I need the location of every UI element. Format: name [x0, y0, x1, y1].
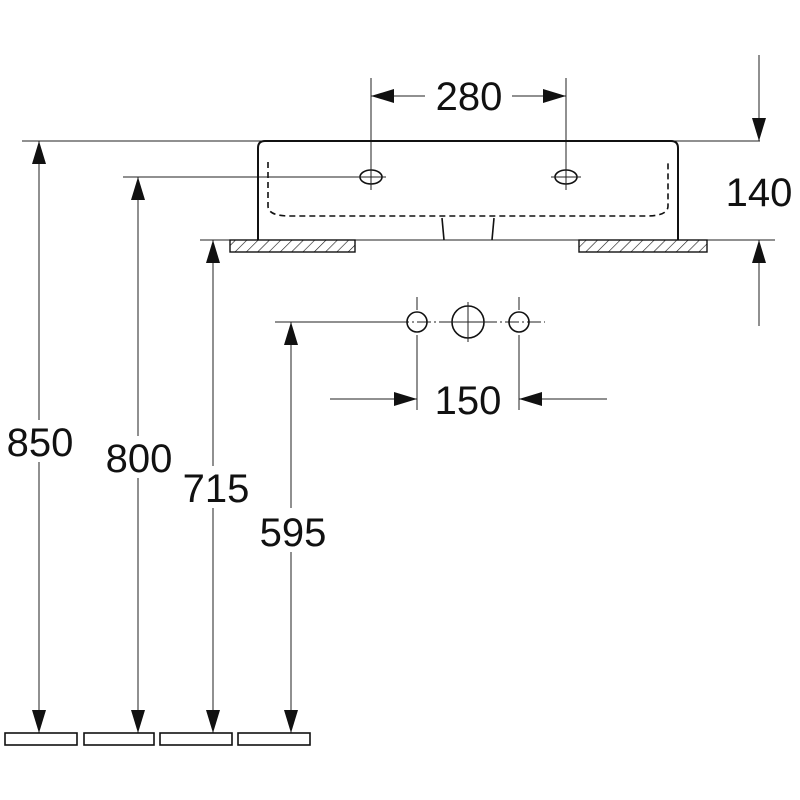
dim-595-label-bg	[252, 508, 334, 552]
floor-plate-2	[83, 732, 155, 746]
dim-595-label: 595	[260, 511, 327, 555]
dimension-800: 800	[100, 177, 178, 733]
waste-right-edge	[491, 217, 495, 241]
countertop-right	[578, 239, 708, 253]
floor-plate-1	[4, 732, 78, 746]
floor-plate-3	[159, 732, 233, 746]
dimension-280: 280	[371, 75, 566, 119]
dimension-715: 715	[176, 240, 256, 733]
dim-850-arrow-bottom	[32, 710, 46, 733]
fixing-left-icon	[406, 311, 428, 333]
dim-140-label: 140	[726, 171, 793, 215]
dim-140-arrow-top	[752, 118, 766, 141]
dim-800-label: 800	[106, 437, 173, 481]
dim-715-arrow-top	[206, 240, 220, 263]
dim-715-arrow-bottom	[206, 710, 220, 733]
basin	[257, 140, 679, 241]
dim-280-label: 280	[436, 75, 503, 119]
waste-left-edge	[441, 217, 445, 241]
dim-715-label: 715	[183, 467, 250, 511]
dimension-150: 150	[330, 379, 607, 423]
dim-280-arrow-right	[543, 89, 566, 103]
dim-850-label-bg	[2, 420, 78, 462]
basin-outline	[257, 140, 679, 240]
dim-150-label: 150	[435, 379, 502, 423]
dim-595-arrow-top	[284, 322, 298, 345]
dimension-850: 850	[2, 141, 78, 733]
dimension-140: 140	[726, 55, 793, 326]
dim-150-arrow-left	[394, 392, 417, 406]
fixing-right-icon	[508, 311, 530, 333]
dimension-595: 595	[252, 322, 334, 733]
countertop-left	[229, 239, 356, 253]
dim-140-arrow-bottom	[752, 240, 766, 263]
dim-850-arrow-top	[32, 141, 46, 164]
dim-280-arrow-left	[371, 89, 394, 103]
dim-800-arrow-top	[131, 177, 145, 200]
dim-850-label: 850	[7, 421, 74, 465]
dim-800-arrow-bottom	[131, 710, 145, 733]
dim-715-label-bg	[176, 466, 256, 508]
basin-inner-dashed	[267, 162, 669, 217]
floor	[4, 732, 311, 746]
dim-800-label-bg	[100, 436, 178, 478]
floor-plate-4	[237, 732, 311, 746]
dim-150-arrow-right	[519, 392, 542, 406]
dim-595-arrow-bottom	[284, 710, 298, 733]
wall-fixings	[395, 297, 545, 342]
countertop	[229, 239, 708, 253]
